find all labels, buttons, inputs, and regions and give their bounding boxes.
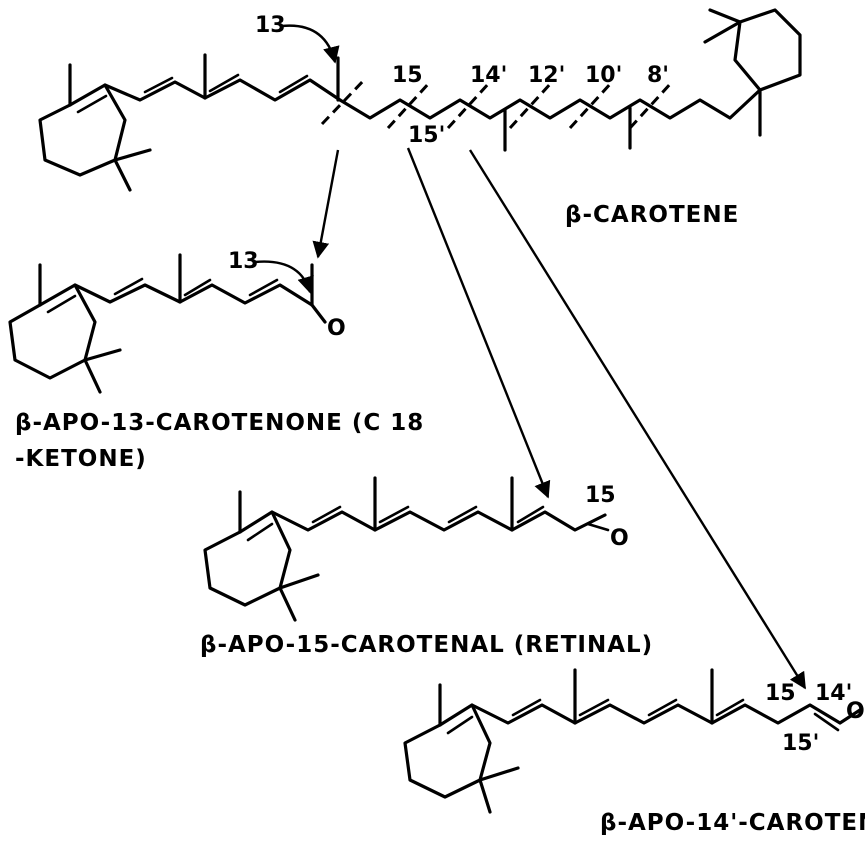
retinal-db-4 xyxy=(516,505,545,524)
arrow-to-c18-ketone xyxy=(312,149,340,259)
ketone-db-2 xyxy=(183,278,212,297)
retinal-db-2 xyxy=(378,505,410,524)
label-12p: 12' xyxy=(528,63,565,88)
retinal-oxygen: O xyxy=(610,526,629,551)
name-apo14: β-APO-14'-CAROTENAL xyxy=(600,810,865,836)
apo14-db-1 xyxy=(511,698,542,717)
retinal-db-3 xyxy=(447,505,478,524)
db-7 xyxy=(143,76,174,94)
cleavage-mark-8p xyxy=(628,80,674,130)
retinal-chain xyxy=(270,510,607,532)
retinal-gem-methyl-2 xyxy=(278,586,297,622)
cleavage-mark-13 xyxy=(320,76,368,126)
ketone-label-13-arrow xyxy=(254,260,314,294)
arrow-to-retinal xyxy=(406,147,551,499)
label-15p: 15' xyxy=(408,123,445,148)
ketone-label-13: 13 xyxy=(228,249,259,274)
left-ring xyxy=(38,83,127,177)
apo14-db-5 xyxy=(813,712,840,732)
apo14-db-2 xyxy=(578,698,610,717)
retinal-db-1 xyxy=(311,505,342,524)
retinal-structure: O 15 β-APO-15-CAROTENAL (RETINAL) xyxy=(200,476,653,658)
ketone-db-1 xyxy=(113,277,144,296)
retinal-co-db xyxy=(586,522,610,532)
apo14-db-3 xyxy=(647,698,678,717)
name-beta-carotene: β-CAROTENE xyxy=(565,202,739,228)
ketone-ring-db xyxy=(46,294,77,314)
apo14-gem-methyl-1 xyxy=(478,766,520,782)
ketone-db-3 xyxy=(248,278,279,297)
label-8p: 8' xyxy=(647,63,669,88)
gem-methyl-2 xyxy=(113,158,132,192)
apo14-db-4 xyxy=(715,698,745,717)
name-retinal: β-APO-15-CAROTENAL (RETINAL) xyxy=(200,632,653,658)
gem-methyl-1 xyxy=(113,148,152,162)
c18-ketone-structure: O 13 β-APO-13-CAROTENONE (C 18 -KETONE) xyxy=(8,249,424,472)
polyene-chain-left xyxy=(103,78,342,102)
ring-double-bond xyxy=(76,94,108,114)
cleavage-mark-14p xyxy=(446,80,492,130)
right-gem-methyl-1 xyxy=(708,8,742,24)
apo14-oxygen: O xyxy=(846,699,865,724)
retinal-ring xyxy=(203,510,292,607)
arrow-to-apo14 xyxy=(468,149,807,690)
label-15: 15 xyxy=(392,63,423,88)
name-c18-ketone-line1: β-APO-13-CAROTENONE (C 18 xyxy=(15,410,424,436)
retinal-label-15: 15 xyxy=(585,483,616,508)
db-9 xyxy=(208,73,240,93)
right-ring xyxy=(733,8,802,92)
label-10p: 10' xyxy=(585,63,622,88)
label-13: 13 xyxy=(255,13,286,38)
retinal-gem-methyl-1 xyxy=(278,573,320,590)
apo14-label-15p: 15' xyxy=(782,731,819,756)
name-c18-ketone-line2: -KETONE) xyxy=(15,446,147,472)
apo14-label-15: 15 xyxy=(765,681,796,706)
apo14-label-14p: 14' xyxy=(815,681,852,706)
label-13-arrow xyxy=(281,24,340,64)
apo14-structure: O 15 14' 15' β-APO-14'-CAROTENAL xyxy=(403,668,865,836)
right-gem-methyl-2 xyxy=(703,20,742,44)
apo14-ring xyxy=(403,703,492,799)
apo14-ring-db xyxy=(446,715,474,735)
db-11 xyxy=(278,74,309,94)
ketone-gem-methyl-1 xyxy=(83,348,122,362)
beta-carotene-structure: 13 15 15' 14' 12' 10' 8' β-CAROTENE xyxy=(38,8,802,228)
ketone-ring xyxy=(8,283,97,380)
ketone-oxygen: O xyxy=(327,316,346,341)
cleavage-mark-12p xyxy=(508,80,554,130)
ketone-chain xyxy=(73,283,327,324)
cleavage-mark-15 xyxy=(386,80,432,130)
cleavage-mark-10p xyxy=(568,80,614,130)
apo14-chain xyxy=(470,703,862,725)
apo14-gem-methyl-2 xyxy=(478,778,492,814)
retinal-ring-db xyxy=(246,522,274,542)
label-14p: 14' xyxy=(470,63,507,88)
polyene-chain-center xyxy=(338,88,762,120)
ketone-gem-methyl-2 xyxy=(83,358,102,394)
